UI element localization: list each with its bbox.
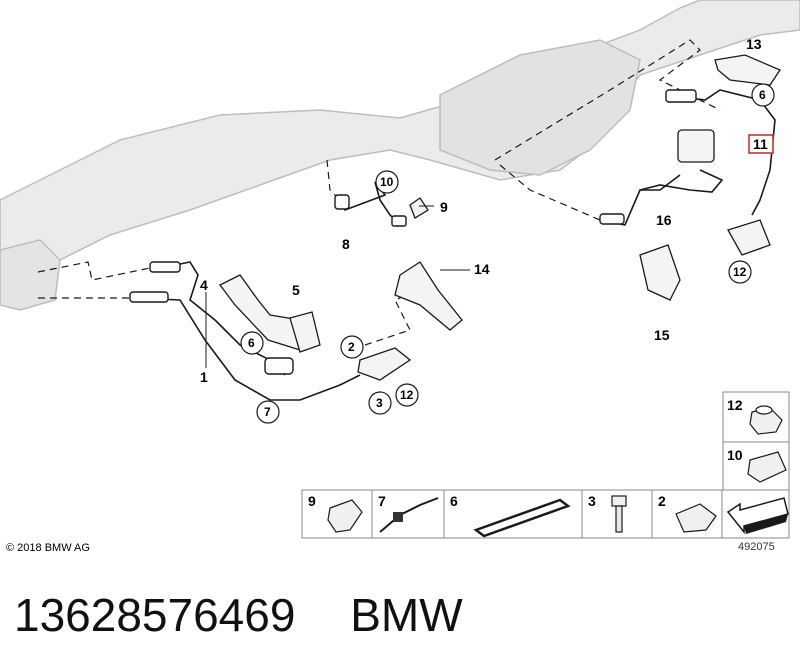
callouts: 4 1 5 8 9 14 16 15 13 10 6 2 3 12 bbox=[200, 36, 775, 424]
callout-circle-10: 10 bbox=[375, 170, 399, 194]
svg-text:10: 10 bbox=[380, 175, 394, 189]
callout-8: 8 bbox=[342, 236, 350, 252]
legend-label-7: 7 bbox=[378, 493, 386, 509]
spring-nut-icon bbox=[675, 503, 717, 533]
caption: 13628576469 BMW bbox=[14, 588, 463, 642]
callout-highlight-11: 11 bbox=[748, 134, 774, 154]
callout-circle-12-right: 12 bbox=[728, 260, 752, 284]
callout-5: 5 bbox=[292, 282, 300, 298]
exhaust-system-illustration bbox=[0, 0, 800, 311]
callout-14: 14 bbox=[474, 261, 490, 277]
legend-label-9: 9 bbox=[308, 493, 316, 509]
legend-label-2: 2 bbox=[658, 493, 666, 509]
sensor-bodies bbox=[129, 89, 697, 375]
callout-9: 9 bbox=[440, 199, 448, 215]
clip-nut-icon bbox=[747, 451, 787, 483]
brackets-and-units bbox=[219, 54, 781, 381]
part-number: 13628576469 bbox=[14, 589, 296, 641]
legend-label-6: 6 bbox=[450, 493, 458, 509]
svg-text:2: 2 bbox=[348, 340, 355, 354]
svg-text:12: 12 bbox=[400, 388, 414, 402]
svg-text:7: 7 bbox=[264, 405, 271, 419]
callout-15: 15 bbox=[654, 327, 670, 343]
callout-4: 4 bbox=[200, 277, 208, 293]
bracket-clip-icon bbox=[327, 499, 363, 533]
callout-circle-12: 12 bbox=[395, 383, 419, 407]
cable-tie-icon bbox=[379, 497, 439, 533]
legend-side-column: 12 10 bbox=[722, 391, 790, 491]
legend-label-3: 3 bbox=[588, 493, 596, 509]
callout-1: 1 bbox=[200, 369, 208, 385]
copyright-text: © 2018 BMW AG bbox=[6, 542, 90, 554]
bolt-icon bbox=[611, 495, 627, 533]
callout-circle-6: 6 bbox=[240, 331, 264, 355]
legend-label-10: 10 bbox=[727, 447, 743, 463]
arrow-icon bbox=[726, 497, 789, 535]
brand-name: BMW bbox=[350, 589, 463, 641]
diagram-id: 492075 bbox=[738, 541, 775, 553]
svg-text:3: 3 bbox=[376, 396, 383, 410]
callout-13: 13 bbox=[746, 36, 762, 52]
legend-bottom-row: 9 7 6 3 2 bbox=[301, 489, 790, 539]
callout-circle-7: 7 bbox=[256, 400, 280, 424]
svg-text:6: 6 bbox=[759, 88, 766, 102]
sensors-and-cables bbox=[134, 89, 776, 401]
svg-text:6: 6 bbox=[248, 336, 255, 350]
exhaust-parts-diagram: 4 1 5 8 9 14 16 15 13 10 6 2 3 12 bbox=[0, 0, 800, 539]
svg-text:11: 11 bbox=[753, 136, 768, 152]
legend-label-12: 12 bbox=[727, 397, 743, 413]
callout-circle-2: 2 bbox=[340, 335, 364, 359]
callout-circle-6-right: 6 bbox=[751, 83, 775, 107]
callout-circle-3: 3 bbox=[368, 391, 392, 415]
svg-text:12: 12 bbox=[733, 265, 747, 279]
callout-16: 16 bbox=[656, 212, 672, 228]
cable-strap-icon bbox=[473, 498, 571, 538]
